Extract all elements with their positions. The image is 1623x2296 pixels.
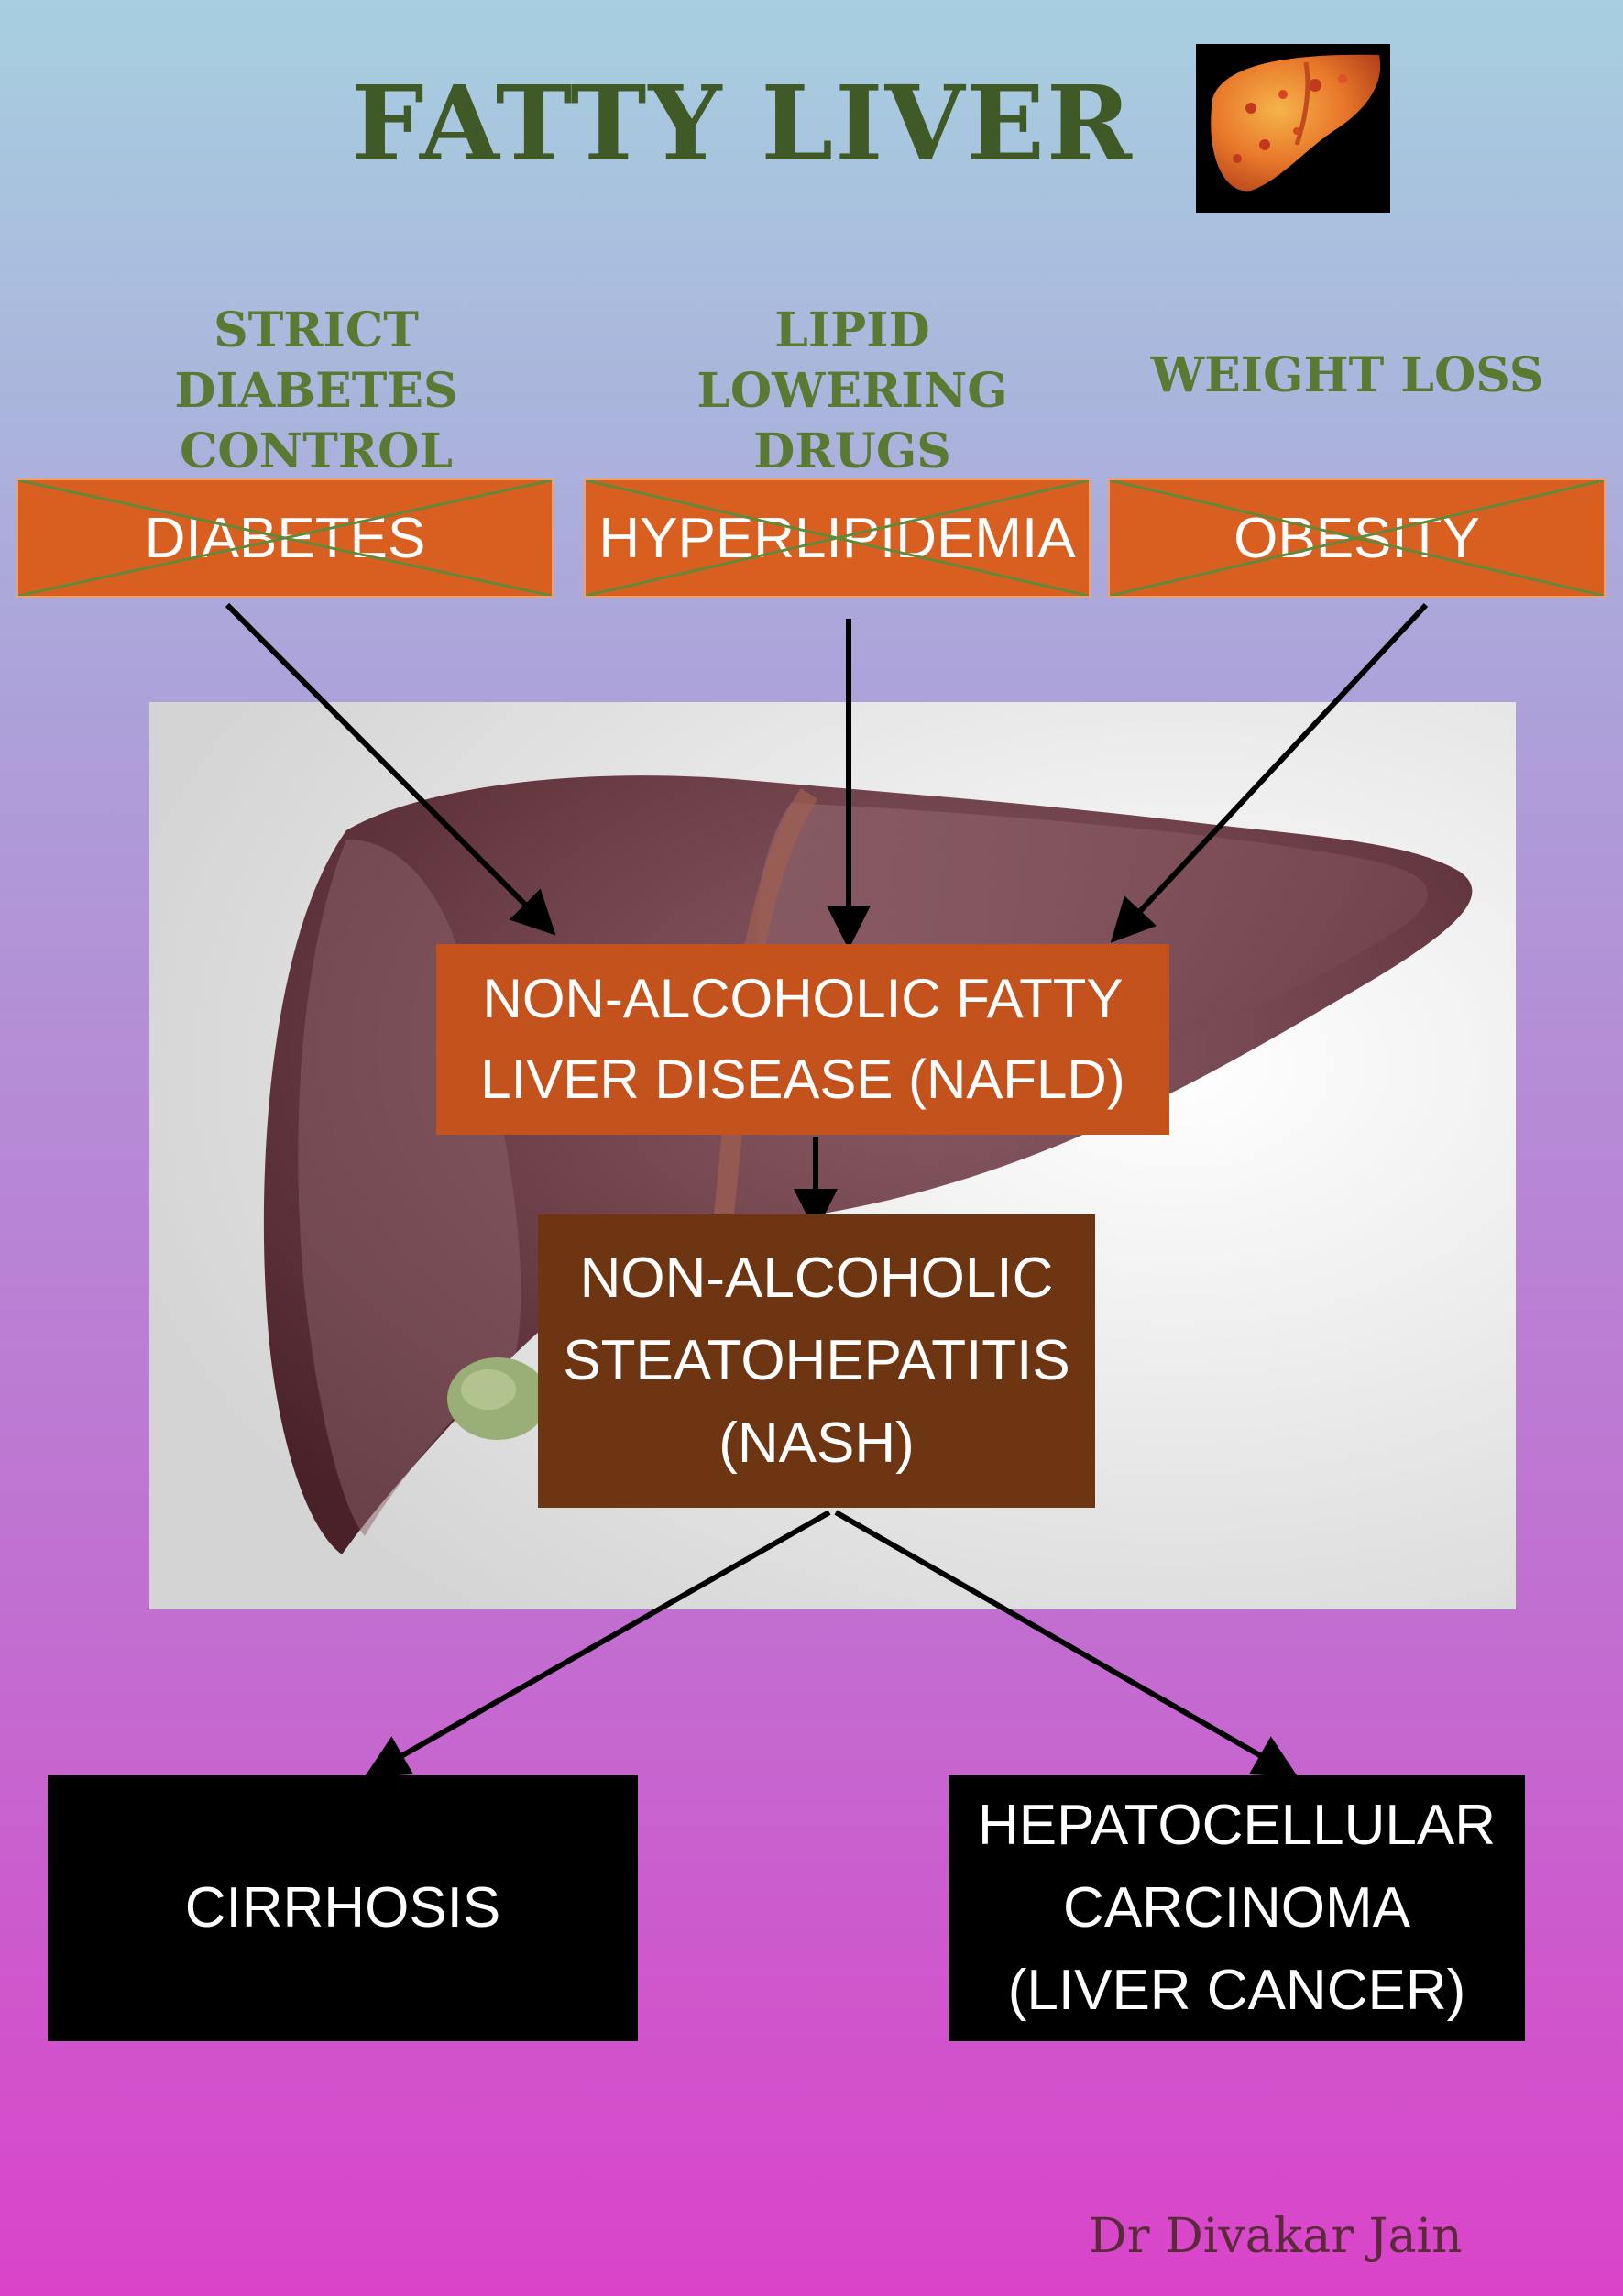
treatment-diabetes-control: STRICT DIABETES CONTROL	[174, 302, 458, 479]
cross-out-icon	[586, 480, 1089, 596]
fatty-liver-icon	[1196, 44, 1390, 213]
arrow-obesity-to-nafld	[1110, 602, 1429, 943]
cause-obesity: OBESITY	[1108, 478, 1606, 598]
hcc-box: HEPATOCELLULAR CARCINOMA (LIVER CANCER)	[949, 1775, 1525, 2041]
arrow-nash-to-hcc	[834, 1510, 1299, 1777]
cirrhosis-box: CIRRHOSIS	[48, 1775, 638, 2041]
arrow-diabetes-to-nafld	[225, 602, 556, 936]
arrow-nash-to-cirrhosis	[364, 1510, 831, 1777]
nafld-box: NON-ALCOHOLIC FATTY LIVER DISEASE (NAFLD…	[436, 944, 1169, 1135]
cause-diabetes: DIABETES	[16, 478, 554, 598]
nash-box: NON-ALCOHOLIC STEATOHEPATITIS (NASH)	[538, 1214, 1095, 1508]
treatment-lipid-lowering-drugs: LIPID LOWERING DRUGS	[696, 302, 1008, 479]
cross-out-icon	[18, 480, 552, 596]
cause-hyperlipidemia: HYPERLIPIDEMIA	[584, 478, 1091, 598]
page-title: FATTY LIVER	[351, 64, 1134, 184]
cirrhosis-label: CIRRHOSIS	[184, 1876, 501, 1939]
treatment-weight-loss: WEIGHT LOSS	[1150, 347, 1544, 403]
nash-label: NON-ALCOHOLIC STEATOHEPATITIS (NASH)	[563, 1247, 1070, 1475]
author-credit: Dr Divakar Jain	[1089, 2209, 1463, 2264]
hcc-label: HEPATOCELLULAR CARCINOMA (LIVER CANCER)	[977, 1794, 1497, 2022]
nafld-label: NON-ALCOHOLIC FATTY LIVER DISEASE (NAFLD…	[480, 968, 1125, 1110]
cross-out-icon	[1110, 480, 1604, 596]
